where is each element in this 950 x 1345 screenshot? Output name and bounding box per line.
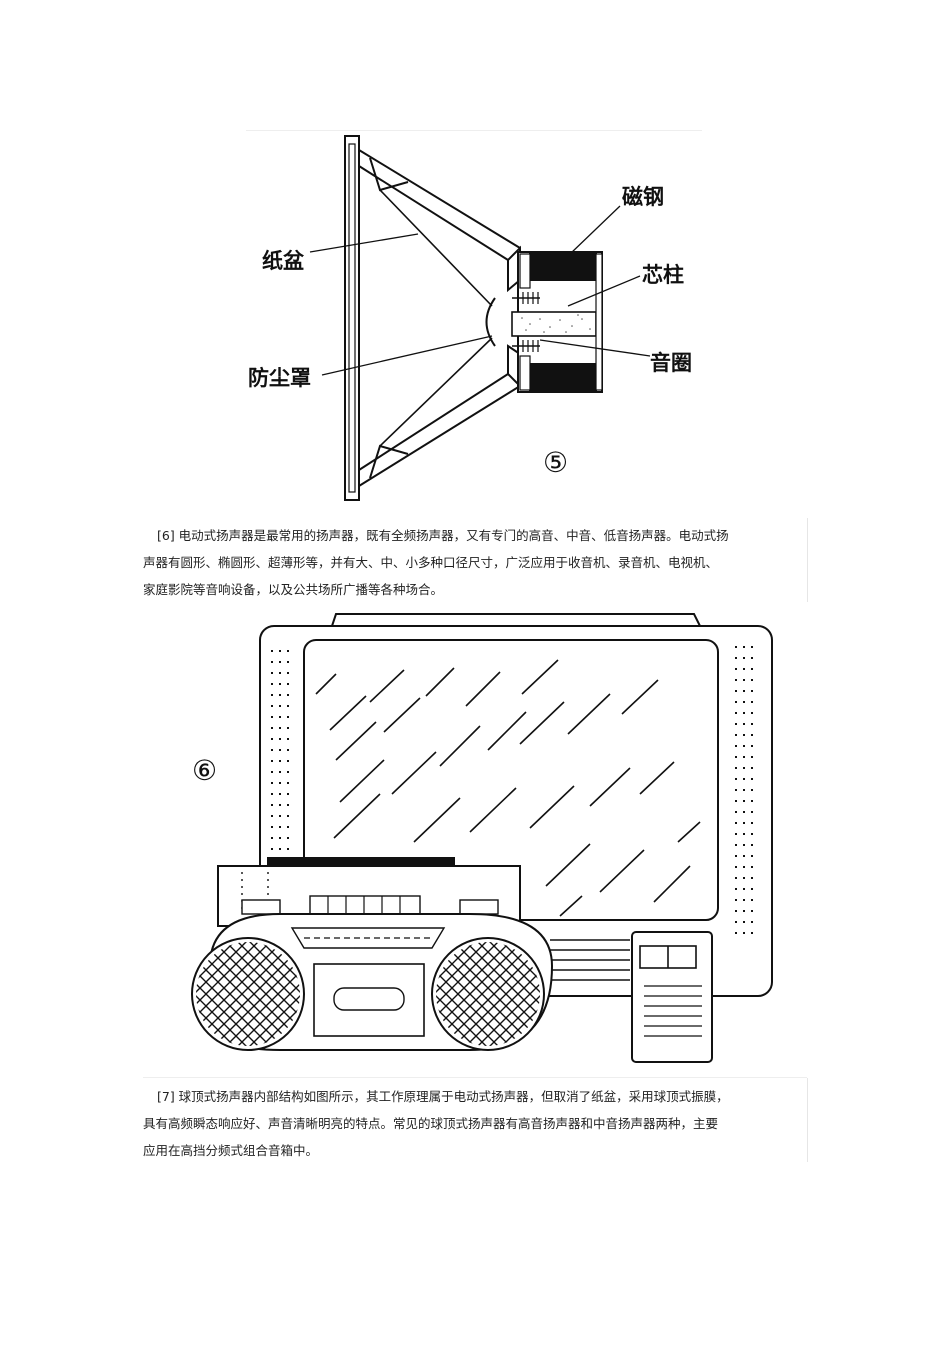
paragraph-7-line-2: 具有高频瞬态响应好、声音清晰明亮的特点。常见的球顶式扬声器有高音扬声器和中音扬声… [143,1110,807,1137]
paragraph-6-line-3: 家庭影院等音响设备，以及公共场所广播等各种场合。 [143,576,807,603]
home-audio-devices-figure: ⑥ [170,610,790,1070]
label-paper-cone: 纸盆 [262,249,305,273]
label-dust-cap: 防尘罩 [248,366,311,390]
paragraph-rule [807,518,808,602]
paragraph-6-line-2: 声器有圆形、椭圆形、超薄形等，并有大、中、小多种口径尺寸，广泛应用于收音机、录音… [143,549,807,576]
paragraph-7: [7] 球顶式扬声器内部结构如图所示，其工作原理属于电动式扬声器，但取消了纸盆，… [143,1083,807,1164]
paragraph-top-rule [143,1077,807,1078]
label-magnet: 磁钢 [622,185,664,209]
paragraph-6: [6] 电动式扬声器是最常用的扬声器，既有全频扬声器，又有专门的高音、中音、低音… [143,522,807,603]
paragraph-7-line-3: 应用在高挡分频式组合音箱中。 [143,1137,807,1164]
speaker-cross-section-figure: 纸盆 防尘罩 磁钢 芯柱 音圈 ⑤ [230,130,710,510]
figure-number-6: ⑥ [192,754,217,787]
paragraph-6-line-1: [6] 电动式扬声器是最常用的扬声器，既有全频扬声器，又有专门的高音、中音、低音… [143,522,807,549]
paragraph-7-line-1: [7] 球顶式扬声器内部结构如图所示，其工作原理属于电动式扬声器，但取消了纸盆，… [143,1083,807,1110]
label-voice-coil: 音圈 [650,351,692,375]
paragraph-rule [807,1078,808,1162]
label-pole-piece: 芯柱 [642,263,684,287]
figure-number-5: ⑤ [543,446,568,479]
